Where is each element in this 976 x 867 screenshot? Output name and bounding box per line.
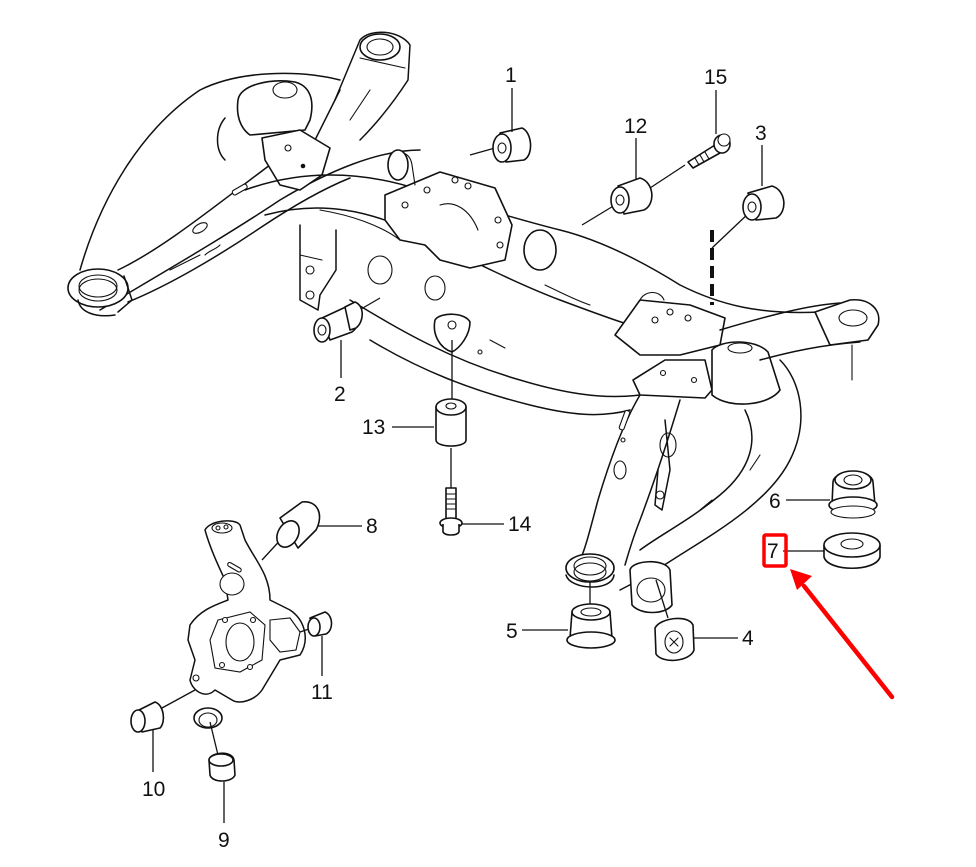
part-7-washer[interactable] [823, 532, 881, 569]
part-5-bushing[interactable] [566, 582, 616, 649]
callout-13[interactable]: 13 [362, 416, 434, 439]
callout-label-11: 11 [311, 681, 333, 704]
part-10-bushing[interactable] [130, 689, 196, 733]
highlight-box [762, 533, 788, 568]
callout-label-1: 1 [505, 64, 517, 87]
callout-label-2: 2 [334, 383, 346, 406]
part-1-bushing[interactable] [469, 127, 532, 163]
callout-label-4: 4 [742, 627, 754, 650]
part-13-bushing[interactable] [435, 340, 467, 488]
part-3-bushing[interactable] [710, 185, 785, 305]
part-6-mount-bushing[interactable] [828, 470, 878, 519]
callout-2[interactable]: 2 [334, 340, 346, 406]
part-14-bolt[interactable] [439, 487, 463, 536]
rear-knuckle [187, 520, 306, 729]
callout-label-9: 9 [218, 829, 230, 852]
highlight-arrow [790, 569, 895, 700]
callout-9[interactable]: 9 [218, 782, 230, 852]
part-11-bushing[interactable] [299, 611, 333, 637]
callout-3[interactable]: 3 [755, 122, 767, 186]
part-4-bushing[interactable] [654, 579, 695, 662]
part-9-bushing[interactable] [208, 721, 236, 782]
callout-7[interactable]: 7 [762, 533, 824, 568]
subframe-crossmember [67, 31, 880, 614]
callout-label-5: 5 [506, 620, 518, 643]
callout-label-6: 6 [769, 490, 781, 513]
callout-5[interactable]: 5 [506, 620, 568, 643]
callout-1[interactable]: 1 [505, 64, 517, 132]
callout-label-3: 3 [755, 122, 767, 145]
callout-label-14: 14 [508, 513, 532, 536]
callout-15[interactable]: 15 [704, 66, 727, 134]
callout-label-7: 7 [767, 540, 779, 563]
callout-label-8: 8 [366, 515, 378, 538]
callout-label-10: 10 [142, 778, 165, 801]
callout-12[interactable]: 12 [624, 115, 647, 180]
part-2-bushing[interactable] [313, 297, 381, 343]
callout-label-12: 12 [624, 115, 647, 138]
callout-label-15: 15 [704, 66, 727, 89]
part-15-bolt[interactable] [687, 133, 731, 169]
callout-4[interactable]: 4 [694, 627, 754, 650]
part-12-bushing[interactable] [581, 164, 686, 226]
part-8-bushing[interactable] [261, 501, 321, 561]
arrowhead-icon [790, 569, 812, 590]
callout-6[interactable]: 6 [769, 490, 830, 513]
callout-label-13: 13 [362, 416, 385, 439]
callout-14[interactable]: 14 [462, 513, 532, 536]
callout-11[interactable]: 11 [311, 636, 333, 704]
callout-8[interactable]: 8 [318, 515, 378, 538]
callout-10[interactable]: 10 [142, 730, 165, 801]
